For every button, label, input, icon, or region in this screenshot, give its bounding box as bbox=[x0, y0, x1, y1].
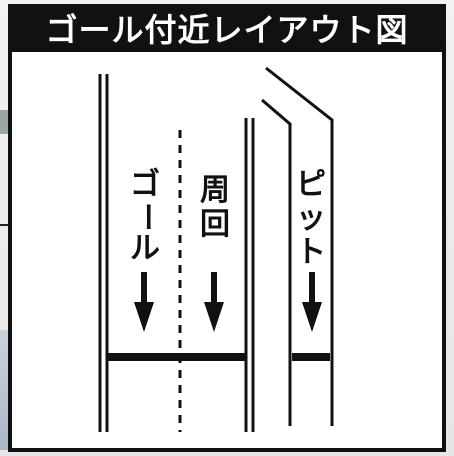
label-char: 周 bbox=[200, 173, 230, 208]
down-arrow-icon bbox=[204, 272, 224, 332]
lane-label-lap: 周 回 bbox=[200, 174, 230, 242]
label-char: ッ bbox=[296, 201, 326, 236]
pit-finish-line bbox=[292, 353, 330, 361]
down-arrow-icon bbox=[134, 272, 154, 332]
label-char: ゴ bbox=[130, 167, 160, 202]
down-arrow-icon bbox=[302, 272, 322, 332]
label-char: ピ bbox=[296, 167, 326, 202]
label-char: ル bbox=[130, 231, 160, 266]
label-char: ー bbox=[128, 202, 163, 232]
label-char: ト bbox=[296, 235, 326, 270]
lane-label-goal: ゴ ー ル bbox=[128, 167, 163, 266]
pit-lane-wall bbox=[265, 66, 334, 426]
lane-label-pit: ピ ッ ト bbox=[296, 168, 326, 270]
diagram-frame bbox=[8, 4, 446, 452]
pit-lane-wall bbox=[261, 98, 292, 426]
label-char: 回 bbox=[200, 207, 230, 242]
diagram-title: ゴール付近レイアウト図 bbox=[8, 4, 446, 52]
finish-line bbox=[108, 353, 246, 361]
